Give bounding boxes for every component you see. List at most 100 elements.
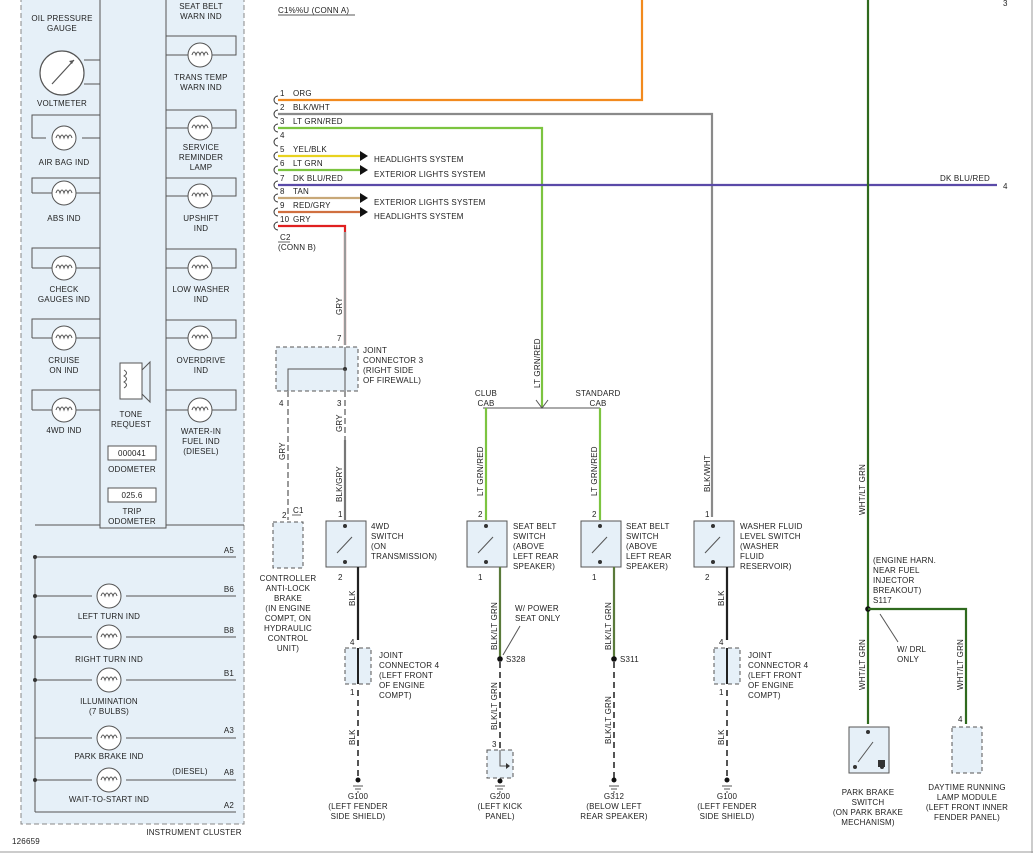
svg-text:IND: IND: [194, 295, 208, 304]
svg-text:(BELOW LEFT: (BELOW LEFT: [586, 802, 642, 811]
svg-text:CRUISE: CRUISE: [48, 356, 79, 365]
blk-label-g100-right: BLK: [717, 729, 726, 745]
svg-text:5: 5: [280, 145, 285, 154]
svg-text:SEAT BELT: SEAT BELT: [513, 522, 557, 531]
svg-text:1: 1: [350, 688, 355, 697]
svg-text:G100: G100: [348, 792, 369, 801]
svg-text:W/ DRL: W/ DRL: [897, 645, 927, 654]
ground-g312: G312 (BELOW LEFT REAR SPEAKER): [580, 777, 648, 821]
overdrive-ind: OVERDRIVE IND: [166, 319, 237, 375]
svg-text:A8: A8: [224, 768, 235, 777]
connector-arcs: [273, 95, 279, 231]
club-cab-2: CAB: [477, 399, 494, 408]
svg-text:SWITCH: SWITCH: [371, 532, 404, 541]
4wd-ind: 4WD IND: [31, 389, 100, 435]
wait-to-start-ind: WAIT-TO-START IND (DIESEL): [69, 767, 208, 804]
svg-text:CONNECTOR 3: CONNECTOR 3: [363, 356, 424, 365]
drl-module: 4 DAYTIME RUNNING LAMP MODULE (LEFT FRON…: [926, 715, 1008, 822]
svg-text:RESERVOIR): RESERVOIR): [740, 562, 792, 571]
top-right-pin: 3: [1003, 0, 1008, 8]
svg-text:3: 3: [492, 740, 497, 749]
abs-ind: ABS IND: [31, 177, 100, 223]
svg-text:2: 2: [282, 511, 287, 520]
svg-text:2: 2: [478, 510, 483, 519]
svg-text:MECHANISM): MECHANISM): [841, 818, 895, 827]
wht-lt-grn-label-pb: WHT/LT GRN: [858, 639, 867, 690]
svg-text:JOINT: JOINT: [748, 651, 772, 660]
svg-text:TAN: TAN: [293, 187, 309, 196]
fourwd-switch: 1 2 4WD SWITCH (ON TRANSMISSION): [325, 510, 437, 582]
svg-text:IND: IND: [194, 366, 208, 375]
svg-text:GAUGE: GAUGE: [47, 24, 77, 33]
svg-text:3: 3: [337, 399, 342, 408]
connector-a: C1%%U (CONN A): [278, 6, 349, 15]
svg-text:REAR SPEAKER): REAR SPEAKER): [580, 812, 648, 821]
splice-s328: S328: [497, 655, 526, 664]
voltmeter: VOLTMETER: [37, 50, 100, 108]
svg-text:OF ENGINE: OF ENGINE: [748, 681, 794, 690]
left-turn-ind: LEFT TURN IND: [78, 583, 140, 621]
svg-text:REQUEST: REQUEST: [111, 420, 151, 429]
svg-text:LEFT REAR: LEFT REAR: [626, 552, 672, 561]
svg-text:GRY: GRY: [293, 215, 311, 224]
odometer-value: 000041: [118, 449, 146, 458]
svg-text:LT GRN/RED: LT GRN/RED: [293, 117, 343, 126]
svg-text:ABS IND: ABS IND: [47, 214, 80, 223]
svg-text:LEFT TURN IND: LEFT TURN IND: [78, 612, 140, 621]
svg-text:UNIT): UNIT): [277, 644, 299, 653]
blk-gry-label: BLK/GRY: [335, 466, 344, 502]
svg-text:ORG: ORG: [293, 89, 312, 98]
svg-text:WATER-IN: WATER-IN: [181, 427, 221, 436]
blk-lt-grn-label-g312: BLK/LT GRN: [604, 696, 613, 744]
svg-text:CONNECTOR 4: CONNECTOR 4: [379, 661, 440, 670]
svg-text:(ENGINE HARN.: (ENGINE HARN.: [873, 556, 936, 565]
svg-text:SPEAKER): SPEAKER): [626, 562, 668, 571]
svg-text:CONTROLLER: CONTROLLER: [260, 574, 317, 583]
svg-text:COMPT): COMPT): [748, 691, 781, 700]
svg-text:W/ POWER: W/ POWER: [515, 604, 559, 613]
svg-text:SWITCH: SWITCH: [513, 532, 546, 541]
svg-text:SWITCH: SWITCH: [852, 798, 885, 807]
splice-s117: (ENGINE HARN. NEAR FUEL INJECTOR BREAKOU…: [865, 556, 936, 612]
svg-text:SEAT BELT: SEAT BELT: [626, 522, 670, 531]
wire-3-lt-grn-red: [278, 126, 544, 408]
air-bag-ind: AIR BAG IND: [31, 114, 100, 167]
water-in-fuel-ind: WATER-IN FUEL IND (DIESEL): [166, 389, 237, 456]
blk-label-g100-left: BLK: [348, 729, 357, 745]
illumination-ind: ILLUMINATION (7 BULBS): [80, 667, 138, 716]
check-gauges-ind: CHECK GAUGES IND: [31, 247, 100, 304]
svg-text:BRAKE: BRAKE: [274, 594, 302, 603]
odometer: 000041 ODOMETER: [107, 445, 157, 474]
svg-text:OF FIREWALL): OF FIREWALL): [363, 376, 421, 385]
svg-text:4: 4: [280, 131, 285, 140]
seat-belt-switch-std: 2 1 SEAT BELT SWITCH (ABOVE LEFT REAR SP…: [580, 510, 672, 582]
trip-value: 025.6: [121, 491, 142, 500]
blk-label-4wd: BLK: [348, 590, 357, 606]
svg-text:CHECK: CHECK: [49, 285, 78, 294]
right-turn-ind: RIGHT TURN IND: [75, 624, 143, 664]
svg-text:SEAT ONLY: SEAT ONLY: [515, 614, 561, 623]
svg-text:OVERDRIVE: OVERDRIVE: [177, 356, 226, 365]
svg-text:S311: S311: [620, 655, 639, 664]
cluster-pin-labels: A5 B6 B8 B1 A3 A8 A2: [224, 546, 235, 810]
club-cab: CLUB: [475, 389, 497, 398]
blk-lt-grn-label-std: BLK/LT GRN: [604, 602, 613, 650]
svg-text:(ON: (ON: [371, 542, 386, 551]
svg-text:(LEFT FRONT: (LEFT FRONT: [379, 671, 433, 680]
svg-text:SEAT BELT: SEAT BELT: [179, 2, 223, 11]
oil-pressure-gauge: OIL PRESSURE GAUGE: [31, 14, 92, 33]
system-arrows: [360, 151, 368, 217]
svg-text:LEVEL SWITCH: LEVEL SWITCH: [740, 532, 801, 541]
cluster-lower-circuits: [33, 555, 236, 813]
svg-text:6: 6: [280, 159, 285, 168]
standard-cab: STANDARD: [575, 389, 620, 398]
svg-text:ODOMETER: ODOMETER: [108, 465, 156, 474]
seat-belt-warn-ind: SEAT BELT WARN IND: [179, 2, 223, 21]
svg-text:SPEAKER): SPEAKER): [513, 562, 555, 571]
svg-text:(ABOVE: (ABOVE: [513, 542, 544, 551]
svg-text:WASHER FLUID: WASHER FLUID: [740, 522, 803, 531]
svg-text:IND: IND: [194, 224, 208, 233]
svg-text:8: 8: [280, 187, 285, 196]
svg-text:LEFT REAR: LEFT REAR: [513, 552, 559, 561]
svg-text:(ON PARK BRAKE: (ON PARK BRAKE: [833, 808, 903, 817]
